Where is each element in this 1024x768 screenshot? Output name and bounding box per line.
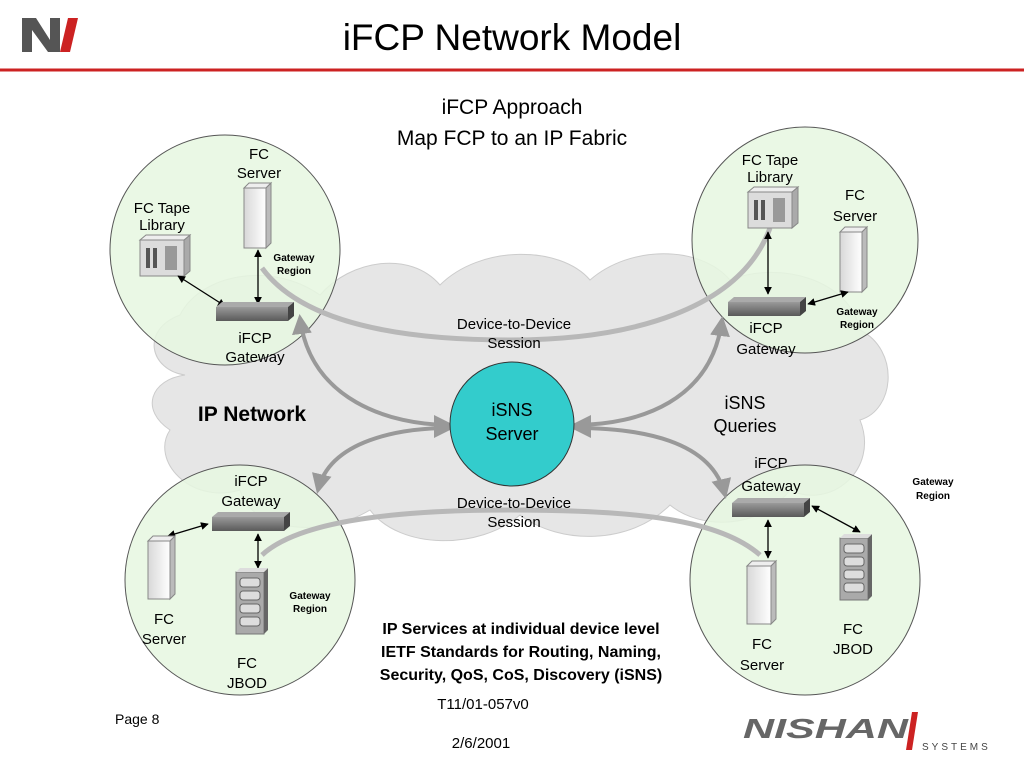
isns-queries-line1: iSNS <box>724 393 765 413</box>
tr-tape-line1: FC Tape <box>742 152 798 169</box>
bl-gateway-line1: iFCP <box>234 473 267 490</box>
br-region-line1: Gateway <box>912 477 954 488</box>
session-top-line2: Session <box>487 335 540 352</box>
tl-server-line2: Server <box>237 165 281 182</box>
tl-tape-line1: FC Tape <box>134 200 190 217</box>
bl-gateway-line2: Gateway <box>221 493 281 510</box>
ip-network-label: IP Network <box>198 403 306 426</box>
session-top-line1: Device-to-Device <box>457 316 571 333</box>
bottom-left-region-devices: iFCP Gateway Gateway Region FC Server FC <box>142 473 331 692</box>
bl-ifcp-gateway-icon <box>212 512 290 531</box>
br-fc-server-icon <box>745 559 778 626</box>
session-bottom-line2: Session <box>487 514 540 531</box>
isns-server-line1: iSNS <box>491 400 532 420</box>
br-gateway-line1: iFCP <box>754 455 787 472</box>
doc-date: 2/6/2001 <box>452 735 510 752</box>
isns-queries-line2: Queries <box>713 416 776 436</box>
tl-region-line2: Region <box>277 266 311 277</box>
bl-region-line2: Region <box>293 604 327 615</box>
bl-jbod-line2: JBOD <box>227 675 267 692</box>
isns-server-line2: Server <box>485 424 538 444</box>
top-left-region-devices: FC Server FC Tape Library Gateway Region… <box>134 146 315 366</box>
tr-region-line1: Gateway <box>836 307 878 318</box>
bl-server-line2: Server <box>142 631 186 648</box>
tl-server-line1: FC <box>249 146 269 163</box>
gateway-region-top-right <box>691 126 919 354</box>
tr-tape-library-icon <box>746 185 800 230</box>
session-curve-bottom <box>260 507 762 557</box>
tr-fc-server-icon <box>838 225 869 294</box>
tr-region-line2: Region <box>840 320 874 331</box>
tr-tape-line2: Library <box>747 169 793 186</box>
gateway-region-bottom-right <box>689 464 921 696</box>
approach-line2: Map FCP to an IP Fabric <box>397 127 627 150</box>
br-jbod-icon <box>839 534 872 601</box>
br-jbod-line1: FC <box>843 621 863 638</box>
brand-slash <box>906 712 918 750</box>
tr-gateway-line1: iFCP <box>749 320 782 337</box>
tl-fc-server-icon <box>242 181 273 250</box>
bl-fc-server-icon <box>146 534 177 601</box>
ip-services-line2: IETF Standards for Routing, Naming, <box>381 644 661 661</box>
br-server-line2: Server <box>740 657 784 674</box>
br-gateway-line2: Gateway <box>741 478 801 495</box>
br-ifcp-gateway-icon <box>732 498 810 517</box>
top-right-region-devices: FC Tape Library FC Server Gateway Region… <box>728 152 878 358</box>
isns-arrow-bottom-left <box>312 418 454 494</box>
nishan-logo: NISHAN SYSTEMS <box>743 712 991 753</box>
brand-wordmark: NISHAN <box>743 713 909 744</box>
session-curve-top <box>259 227 773 343</box>
bl-server-line1: FC <box>154 611 174 628</box>
isns-server-node <box>449 361 575 487</box>
page-number: Page 8 <box>115 711 160 727</box>
ip-services-line3: Security, QoS, CoS, Discovery (iSNS) <box>380 667 662 684</box>
tl-region-line1: Gateway <box>273 253 315 264</box>
tr-server-line2: Server <box>833 208 877 225</box>
page-title: iFCP Network Model <box>343 17 682 58</box>
session-bottom-line1: Device-to-Device <box>457 495 571 512</box>
ip-services-line1: IP Services at individual device level <box>382 621 659 638</box>
bl-region-line1: Gateway <box>289 591 331 602</box>
tl-tape-link <box>177 275 226 307</box>
brand-subtitle: SYSTEMS <box>922 742 991 753</box>
tr-server-line1: FC <box>845 187 865 204</box>
bl-jbod-line1: FC <box>237 655 257 672</box>
approach-line1: iFCP Approach <box>442 96 583 119</box>
tl-ifcp-gateway-icon <box>216 302 294 321</box>
bl-jbod-icon <box>235 568 268 635</box>
isns-arrow-bottom-right <box>571 418 732 499</box>
br-jbod-link <box>811 505 861 533</box>
header-logo <box>22 18 78 52</box>
tr-ifcp-gateway-icon <box>728 297 806 316</box>
bottom-right-region-devices: iFCP Gateway Gateway Region FC JBOD FC S… <box>732 455 954 674</box>
bl-server-link <box>167 522 209 538</box>
tl-tape-library-icon <box>138 233 192 278</box>
tr-gateway-line2: Gateway <box>736 341 796 358</box>
br-jbod-line2: JBOD <box>833 641 873 658</box>
br-server-line1: FC <box>752 636 772 653</box>
tl-gateway-line1: iFCP <box>238 330 271 347</box>
tl-gateway-line2: Gateway <box>225 349 285 366</box>
doc-id: T11/01-057v0 <box>437 696 528 713</box>
tl-tape-line2: Library <box>139 217 185 234</box>
br-region-line2: Region <box>916 491 950 502</box>
tr-server-link <box>807 290 849 306</box>
